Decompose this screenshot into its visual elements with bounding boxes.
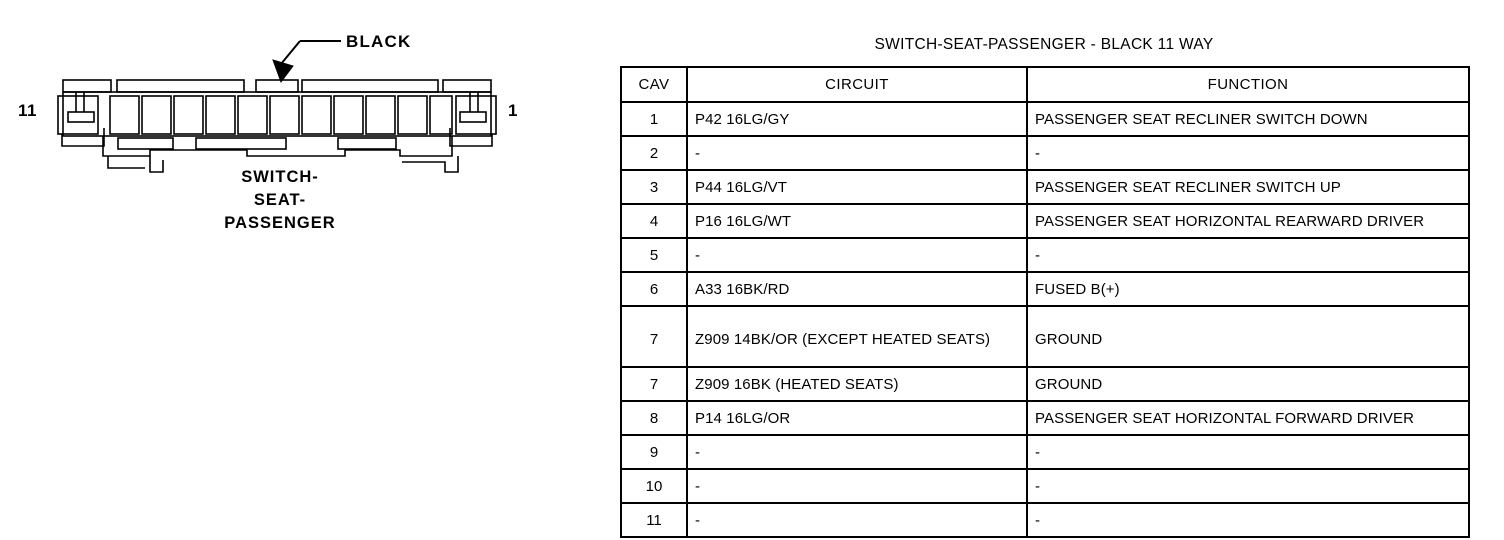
cell-function: PASSENGER SEAT RECLINER SWITCH UP [1026, 169, 1470, 205]
cell-circuit: P44 16LG/VT [686, 169, 1028, 205]
cell-cav: 1 [620, 101, 688, 137]
cell-function: GROUND [1026, 366, 1470, 402]
top-rail-segment [255, 79, 299, 93]
cavity-slot [205, 95, 236, 135]
connector-body-outline [62, 91, 492, 137]
column-header-circuit: CIRCUIT [686, 66, 1028, 103]
connector-name-line-2: SEAT- [253, 191, 307, 209]
bottom-left-foot [107, 156, 145, 169]
cell-function: - [1026, 434, 1470, 470]
cell-cav: 7 [620, 366, 688, 402]
cell-circuit: P16 16LG/WT [686, 203, 1028, 239]
cavity-slot [173, 95, 204, 135]
right-latch-hook [449, 128, 493, 147]
connector-name-line-1: SWITCH- [241, 168, 319, 186]
top-rail-segment [116, 79, 245, 93]
bottom-skirt-tab [337, 137, 397, 150]
cell-function: - [1026, 468, 1470, 504]
cavity-slot [109, 95, 140, 135]
cell-cav: 2 [620, 135, 688, 171]
callout-arrowhead [272, 59, 294, 84]
cell-circuit: Z909 14BK/OR (EXCEPT HEATED SEATS) [686, 305, 1028, 368]
bottom-right-foot [402, 156, 459, 173]
cell-function: GROUND [1026, 305, 1470, 368]
right-latch-bar [459, 111, 487, 123]
cell-cav: 8 [620, 400, 688, 436]
table-row: 11-- [620, 502, 1470, 538]
left-latch-hook [61, 128, 105, 147]
connector-diagram-panel: 11 1 BLACK SWITCH- SEAT- PASSENGER [0, 0, 600, 540]
cell-cav: 7 [620, 305, 688, 368]
cell-cav: 9 [620, 434, 688, 470]
bottom-skirt-tab [195, 137, 287, 150]
connector-drawing [57, 40, 497, 173]
cell-circuit: P14 16LG/OR [686, 400, 1028, 436]
top-rail-segment [62, 79, 112, 93]
cavity-slot [141, 95, 172, 135]
left-latch-block [57, 95, 99, 135]
cavity-slot [269, 95, 300, 135]
cell-circuit: - [686, 434, 1028, 470]
cell-circuit: - [686, 237, 1028, 273]
cell-function: FUSED B(+) [1026, 271, 1470, 307]
bottom-skirt-tab [117, 137, 174, 150]
cell-cav: 10 [620, 468, 688, 504]
cell-cav: 6 [620, 271, 688, 307]
cell-function: PASSENGER SEAT RECLINER SWITCH DOWN [1026, 101, 1470, 137]
cell-cav: 5 [620, 237, 688, 273]
cavity-slot [429, 95, 453, 135]
cell-circuit: - [686, 502, 1028, 538]
top-rail-segment [301, 79, 439, 93]
cell-cav: 3 [620, 169, 688, 205]
cell-cav: 11 [620, 502, 688, 538]
cell-function: PASSENGER SEAT HORIZONTAL REARWARD DRIVE… [1026, 203, 1470, 239]
connector-name-label: SWITCH- SEAT- PASSENGER [120, 166, 440, 235]
table-row: 9-- [620, 434, 1470, 470]
table-header-row: CAV CIRCUIT FUNCTION [620, 66, 1470, 103]
cavity-slot [237, 95, 268, 135]
pin-number-label-right: 1 [508, 101, 518, 120]
cavity-slot [301, 95, 332, 135]
connector-color-callout-label: BLACK [346, 32, 412, 51]
table-row: 10-- [620, 468, 1470, 504]
pinout-table-title: SWITCH-SEAT-PASSENGER - BLACK 11 WAY [874, 36, 1214, 53]
cavity-slot [333, 95, 364, 135]
bottom-left-peg [149, 156, 164, 173]
cell-circuit: A33 16BK/RD [686, 271, 1028, 307]
cell-function: - [1026, 502, 1470, 538]
cell-cav: 4 [620, 203, 688, 239]
cell-circuit: - [686, 135, 1028, 171]
table-row: 2-- [620, 135, 1470, 171]
table-row: 5-- [620, 237, 1470, 273]
top-rail-segment [442, 79, 492, 93]
cell-circuit: Z909 16BK (HEATED SEATS) [686, 366, 1028, 402]
column-header-cav: CAV [620, 66, 688, 103]
cell-circuit: - [686, 468, 1028, 504]
cell-function: - [1026, 135, 1470, 171]
cell-function: PASSENGER SEAT HORIZONTAL FORWARD DRIVER [1026, 400, 1470, 436]
bottom-skirt-profile [102, 136, 453, 157]
callout-leader-diagonal [280, 40, 301, 65]
left-latch-bar [67, 111, 95, 123]
right-latch-block [455, 95, 497, 135]
cell-function: - [1026, 237, 1470, 273]
cell-circuit: P42 16LG/GY [686, 101, 1028, 137]
column-header-function: FUNCTION [1026, 66, 1470, 103]
connector-name-line-3: PASSENGER [224, 214, 336, 232]
pin-number-label-left: 11 [18, 101, 37, 120]
cavity-slot [365, 95, 396, 135]
cavity-slot [397, 95, 428, 135]
